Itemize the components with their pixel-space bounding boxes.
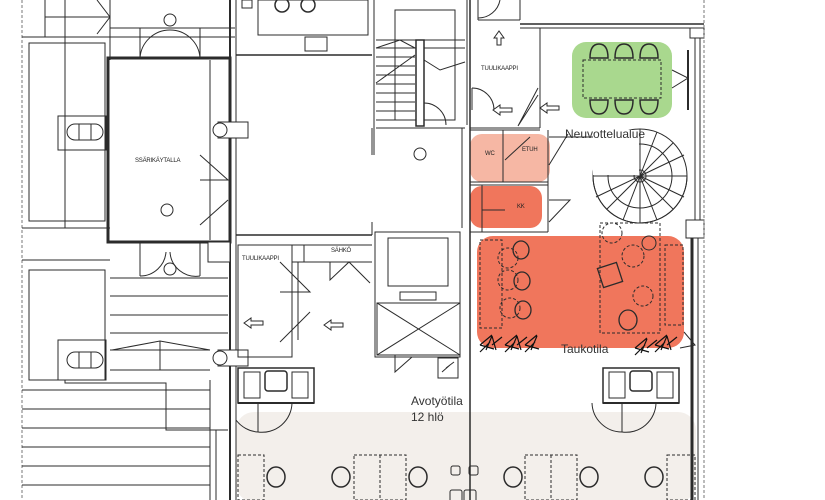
meeting-area-label: Neuvottelualue — [565, 127, 646, 141]
open-workspace-zone — [236, 412, 696, 500]
vestibule-top-label: TUULIKAAPPI — [481, 66, 518, 72]
fire-extinguisher-icon — [160, 13, 427, 276]
open-workspace-name: Avotyötila — [411, 394, 463, 408]
break-room-label: Taukotila — [561, 342, 609, 356]
kk-zone — [470, 186, 542, 228]
vestibule-mid-label: TUULIKAAPPI — [242, 256, 279, 262]
break-room-zone — [477, 236, 684, 348]
exit-arrow-icon — [243, 30, 560, 331]
open-workspace-label: Avotyötila 12 hlö — [411, 393, 463, 425]
open-workspace-capacity: 12 hlö — [411, 410, 444, 424]
wc-zone — [470, 134, 550, 182]
spiral-stair-icon — [592, 128, 688, 224]
meeting-area-zone — [572, 42, 672, 118]
conference-hall-label: SSÄRIKÄYTALLA — [135, 158, 181, 164]
kk-label: KK — [517, 204, 525, 210]
wc-label: WC — [485, 151, 495, 157]
plant-icon — [479, 334, 678, 356]
etuh-label: ETUH — [522, 147, 538, 153]
electrical-room-label: SÄHKÖ — [331, 248, 352, 254]
